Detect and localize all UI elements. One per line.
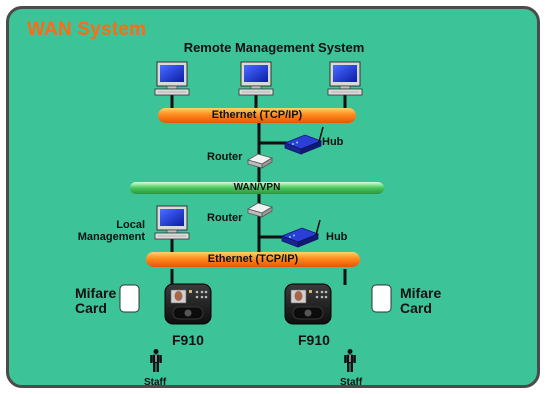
wan-vpn-bar	[130, 182, 384, 194]
mifare-card-right-line1: Mifare	[400, 285, 442, 301]
mifare-card-left-line2: Card	[75, 300, 107, 316]
f910-left-label: F910	[172, 332, 204, 348]
router-top-icon	[247, 153, 273, 169]
remote-computer-1-icon	[154, 61, 190, 96]
remote-computer-3-icon	[327, 61, 363, 96]
ethernet-bottom-label: Ethernet (TCP/IP)	[207, 253, 299, 265]
staff-left-label: Staff	[144, 377, 167, 388]
local-management-line2: Management	[77, 231, 145, 243]
f910-right-label: F910	[298, 332, 330, 348]
staff-left-icon	[150, 349, 162, 372]
f910-left-device-icon	[164, 283, 212, 325]
mifare-card-left-label: Mifare Card	[75, 286, 116, 316]
wan-vpn-label: WAN/VPN	[233, 182, 281, 193]
f910-right-device-icon	[284, 283, 332, 325]
hub-top-label: Hub	[322, 136, 344, 148]
diagram-subtitle: Remote Management System	[183, 40, 365, 55]
mifare-card-right-icon	[371, 284, 392, 313]
router-top-label: Router	[207, 151, 243, 163]
hub-bottom-icon	[281, 219, 321, 248]
diagram-frame	[6, 6, 540, 388]
router-bottom-icon	[247, 202, 273, 218]
mifare-card-left-line1: Mifare	[75, 285, 117, 301]
mifare-card-right-line2: Card	[400, 300, 432, 316]
remote-computer-2-icon	[238, 61, 274, 96]
mifare-card-left-icon	[119, 284, 140, 313]
ethernet-top-label: Ethernet (TCP/IP)	[211, 109, 303, 121]
ethernet-bottom-bar	[146, 252, 360, 267]
staff-right-icon	[344, 349, 356, 372]
ethernet-top-bar	[158, 108, 356, 123]
local-management-label: Local Management	[67, 219, 145, 243]
hub-top-icon	[284, 126, 324, 155]
router-bottom-label: Router	[207, 212, 243, 224]
mifare-card-right-label: Mifare Card	[400, 286, 441, 316]
staff-right-label: Staff	[340, 377, 363, 388]
local-management-line1: Local	[116, 219, 145, 231]
diagram-title: WAN System	[27, 19, 147, 40]
local-management-computer-icon	[154, 205, 190, 240]
hub-bottom-label: Hub	[326, 231, 348, 243]
